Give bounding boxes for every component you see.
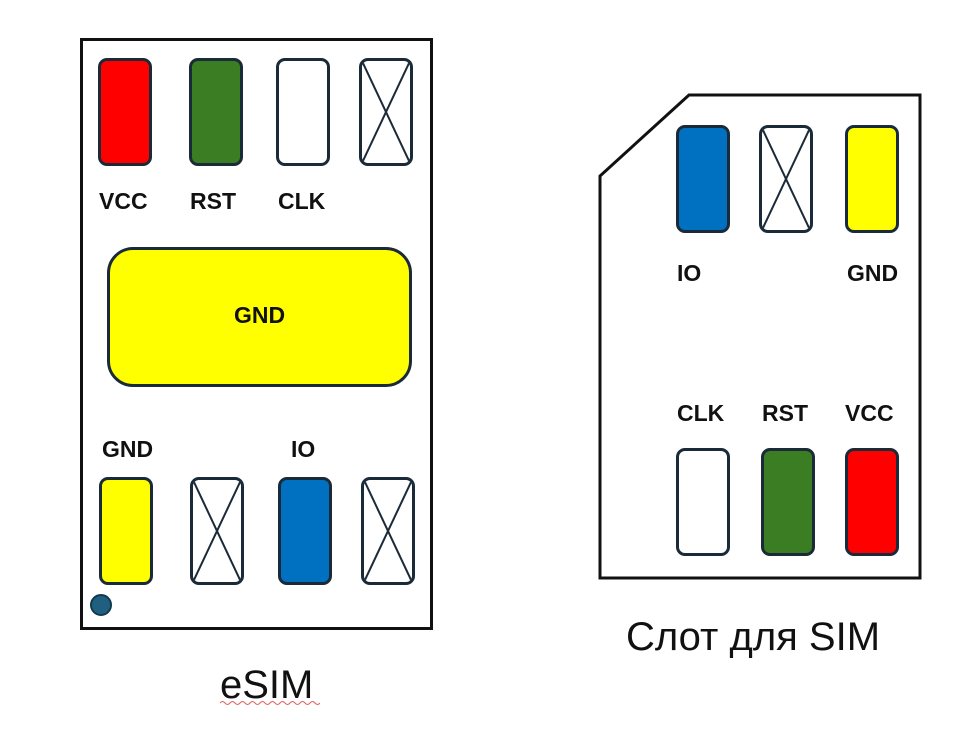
esim-label-gnd: GND — [102, 436, 154, 462]
slot-pin-rst — [761, 448, 815, 556]
slot-pin-io — [676, 125, 730, 233]
esim-pin-unused-top — [359, 58, 413, 166]
slot-pin-clk — [676, 448, 730, 556]
cross-box-icon — [193, 480, 241, 582]
spellcheck-underline — [220, 701, 320, 705]
esim-pin-io — [278, 477, 332, 585]
slot-label-io: IO — [677, 260, 702, 286]
dot-icon — [90, 594, 112, 616]
slot-label-clk: CLK — [677, 400, 725, 426]
esim-label-clk: CLK — [278, 188, 326, 214]
esim-label-vcc: VCC — [99, 188, 148, 214]
esim-caption: eSIM — [220, 663, 314, 707]
esim-gnd-pad: GND — [107, 247, 412, 387]
slot-label-vcc: VCC — [845, 400, 894, 426]
esim-label-io: IO — [291, 436, 316, 462]
slot-label-rst: RST — [762, 400, 808, 426]
slot-pin-vcc — [845, 448, 899, 556]
esim-pin-unused-2 — [361, 477, 415, 585]
esim-pin-clk — [276, 58, 330, 166]
esim-label-rst: RST — [190, 188, 236, 214]
slot-label-gnd: GND — [847, 260, 899, 286]
esim-pin-unused-1 — [190, 477, 244, 585]
cross-box-icon — [762, 128, 810, 230]
slot-pin-unused — [759, 125, 813, 233]
esim-pin-rst — [189, 58, 243, 166]
slot-caption: Слот для SIM — [626, 615, 881, 659]
cross-box-icon — [362, 61, 410, 163]
esim-pin-gnd — [99, 477, 153, 585]
slot-pin-gnd — [845, 125, 899, 233]
cross-box-icon — [364, 480, 412, 582]
esim-gnd-pad-label: GND — [233, 302, 286, 328]
esim-pin-vcc — [98, 58, 152, 166]
